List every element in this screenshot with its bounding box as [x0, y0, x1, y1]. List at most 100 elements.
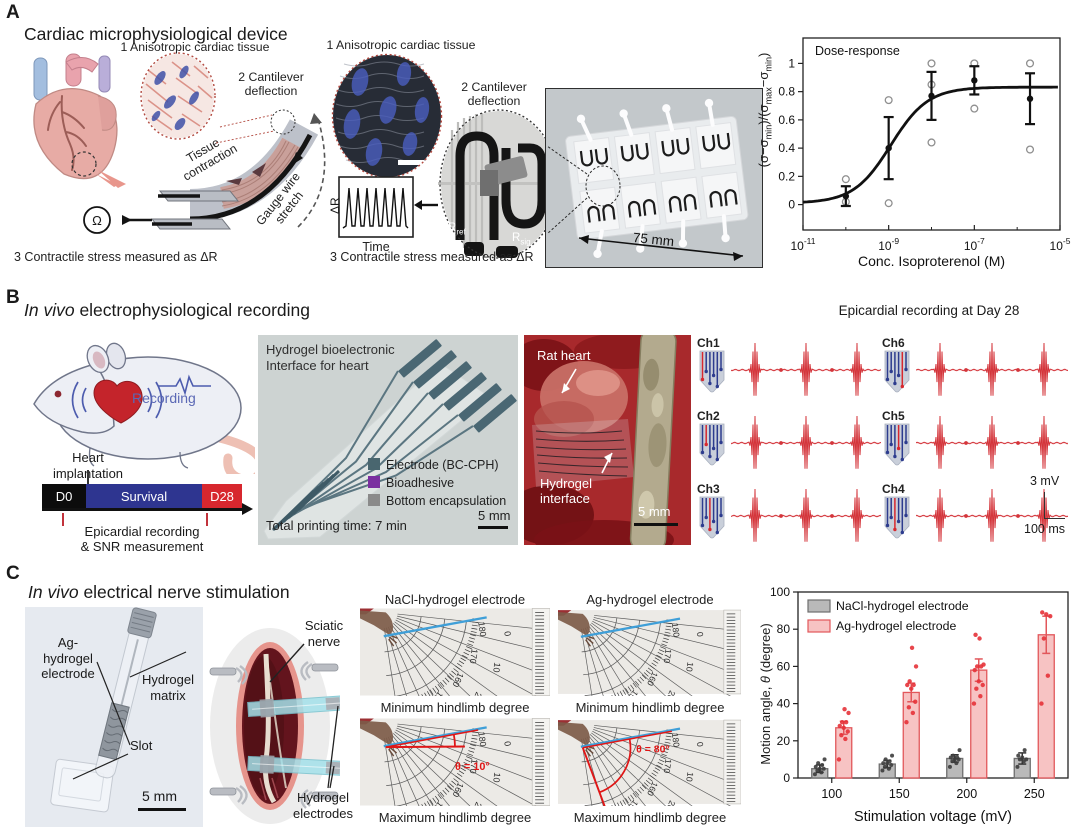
svg-text:0.2: 0.2 [778, 169, 795, 183]
svg-text:10-9: 10-9 [878, 236, 899, 253]
svg-text:Stimulation voltage (mV): Stimulation voltage (mV) [854, 809, 1012, 825]
nerve-label-pointers [327, 705, 339, 789]
slot-label: Slot [130, 738, 153, 753]
ag-photo-scale-label: 5 mm [142, 788, 177, 804]
svg-text:NaCl-hydrogel electrode: NaCl-hydrogel electrode [836, 599, 969, 613]
channel-ch3: Ch3 [695, 482, 885, 552]
ecg-trace [916, 342, 1068, 396]
protractor-photo-nacl-max: 1800170101602015030θ = 10° [360, 718, 550, 806]
electrode-icon [884, 423, 910, 466]
panel-b-label: B [6, 287, 20, 308]
nacl-min-caption: Minimum hindlimb degree [380, 700, 530, 715]
protractor-photo-nacl-min: 1800170101602015030 [360, 608, 550, 696]
svg-text:40: 40 [777, 697, 791, 711]
protractor-photo-ag-min: 1800170101602015030 [558, 609, 741, 696]
heart-photo-scale-bar [634, 523, 678, 526]
svg-text:150: 150 [623, 798, 640, 806]
motion-angle-ylabel: Motion angle, θ (degree) [758, 623, 773, 765]
sciatic-nerve-label: Sciatic nerve [304, 618, 344, 649]
ag-electrode-label: Ag-hydrogel electrode [41, 635, 95, 682]
electrode-icon [884, 496, 910, 539]
svg-text:10-5: 10-5 [1050, 236, 1071, 253]
ecg-trace [916, 415, 1068, 469]
channel-label: Ch4 [882, 482, 905, 496]
svg-text:0: 0 [502, 741, 513, 747]
interface-heading: Hydrogel bioelectronic Interface for hea… [266, 342, 395, 374]
svg-text:20: 20 [471, 801, 484, 806]
panel-a-label: A [6, 2, 20, 23]
svg-text:180: 180 [670, 732, 682, 748]
channel-ch6: Ch6 [880, 336, 1076, 406]
channel-ch4: Ch4 [880, 482, 1076, 552]
svg-text:20: 20 [664, 799, 677, 806]
legend-bioadhesive: Bioadhesive [368, 476, 506, 494]
channel-label: Ch6 [882, 336, 905, 350]
svg-text:150: 150 [428, 799, 445, 806]
interface-photo [258, 335, 518, 545]
panel-a-title: Cardiac microphysiological device [24, 24, 288, 44]
device-photo: 75 mm [545, 88, 763, 268]
interface-scale-label: 5 mm [478, 508, 511, 523]
electrode-icon [699, 423, 725, 466]
inset-arrow [414, 200, 438, 210]
recording-label: Recording [132, 390, 196, 406]
channel-ch5: Ch5 [880, 409, 1076, 479]
ag-max-caption: Maximum hindlimb degree [573, 810, 727, 825]
hydrogel-electrodes-label: Hydrogel electrodes [293, 790, 353, 821]
step2-label-left: 2 Cantilever deflection [238, 70, 304, 98]
ag-min-caption: Minimum hindlimb degree [575, 700, 725, 715]
ecg-trace [731, 415, 881, 469]
bioadhesive-swatch [368, 476, 380, 488]
svg-text:20: 20 [471, 691, 484, 696]
nerve-illustration [209, 628, 340, 824]
ecg-trace [916, 488, 1068, 542]
svg-text:170: 170 [662, 758, 674, 774]
timeline-connector [87, 470, 89, 484]
device-scale-label: 75 mm [632, 230, 675, 249]
hydrogel-matrix-label: Hydrogel matrix [141, 672, 195, 703]
svg-text:170: 170 [468, 758, 480, 774]
ecg-trace [731, 342, 881, 396]
printing-time-label: Total printing time: 7 min [266, 518, 407, 533]
electrode-icon [699, 350, 725, 393]
heart-illustration [33, 53, 126, 188]
svg-text:150: 150 [889, 787, 910, 801]
panel-b-title: In vivo electrophysiological recording [24, 300, 310, 320]
svg-text:0: 0 [788, 198, 795, 212]
tissue-inset-circle [140, 52, 216, 140]
cantilever-photo [438, 109, 560, 259]
svg-text:180: 180 [476, 731, 488, 747]
electrode-swatch [368, 458, 380, 470]
svg-text:100: 100 [770, 585, 790, 599]
step3-label-mid: 3 Contractile stress measured as ΔR [330, 250, 534, 264]
recording-section-title: Epicardial recording at Day 28 [838, 303, 1020, 318]
timeline-axis [42, 508, 242, 511]
timeline-arrowhead [242, 503, 253, 515]
svg-text:10: 10 [491, 662, 502, 673]
cantilever-diagram: Ω Tissue contraction Gauge wire stretch [83, 109, 326, 234]
channel-label: Ch2 [697, 409, 720, 423]
svg-text:0.4: 0.4 [778, 141, 795, 155]
svg-text:Conc. Isoproterenol (M): Conc. Isoproterenol (M) [858, 253, 1005, 269]
tissue-micrograph [331, 53, 443, 179]
step3-label-left: 3 Contractile stress measured as ΔR [14, 250, 218, 264]
svg-text:150: 150 [623, 688, 640, 696]
svg-text:100: 100 [821, 787, 842, 801]
channel-ch1: Ch1 [695, 336, 885, 406]
ag-column-title: Ag-hydrogel electrode [586, 592, 714, 607]
step1-label-mid: 1 Anisotropic cardiac tissue [326, 38, 476, 52]
svg-text:Ag-hydrogel electrode: Ag-hydrogel electrode [836, 619, 956, 633]
timeline-bar: D0 Survival D28 [42, 484, 242, 510]
nacl-column-title: NaCl-hydrogel electrode [384, 592, 526, 607]
svg-text:10: 10 [491, 772, 502, 783]
svg-text:10: 10 [684, 772, 695, 783]
interface-legend: Electrode (BC-CPH) Bioadhesive Bottom en… [368, 458, 506, 512]
ag-photo-scale-bar [138, 808, 186, 811]
dr-time-inset [338, 176, 414, 238]
svg-text:10: 10 [684, 662, 695, 673]
heart-photo-scale-label: 5 mm [638, 504, 671, 519]
timeline-caption-2: & SNR measurement [80, 539, 204, 554]
rat-heart-label: Rat heart [537, 348, 591, 363]
